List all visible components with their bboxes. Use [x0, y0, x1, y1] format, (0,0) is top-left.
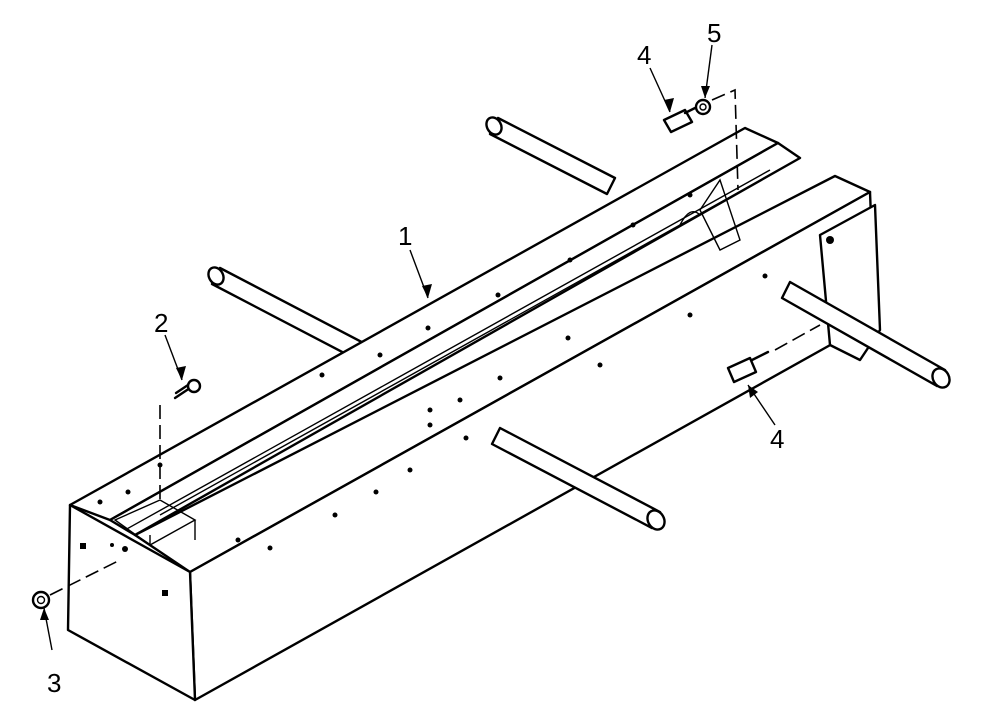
bar-front-right — [780, 280, 951, 389]
frame — [66, 126, 882, 702]
callout-4-right: 4 — [770, 424, 784, 454]
bolt-4-top — [662, 106, 697, 134]
bar-rear-right — [485, 116, 617, 196]
frame-holes — [80, 192, 834, 596]
screw-4-right — [726, 350, 770, 384]
callout-3: 3 — [47, 668, 61, 698]
callout-4-top: 4 — [637, 40, 651, 70]
callout-1: 1 — [398, 221, 412, 251]
leader-1 — [409, 249, 432, 299]
washer-5 — [694, 98, 712, 116]
leader-5 — [701, 44, 713, 99]
leader-4-right — [747, 384, 776, 426]
callout-5: 5 — [707, 18, 721, 48]
leader-3 — [40, 607, 53, 651]
bolt-2 — [173, 378, 202, 400]
leader-4-top — [649, 67, 674, 113]
bar-front-left — [490, 426, 666, 531]
screw-4-assembly-line — [774, 324, 821, 351]
top-hardware-assembly-line — [711, 88, 739, 191]
leader-2 — [164, 334, 186, 381]
nut-3-assembly-line — [49, 559, 121, 596]
nut-3 — [31, 590, 51, 610]
callout-2: 2 — [154, 308, 168, 338]
